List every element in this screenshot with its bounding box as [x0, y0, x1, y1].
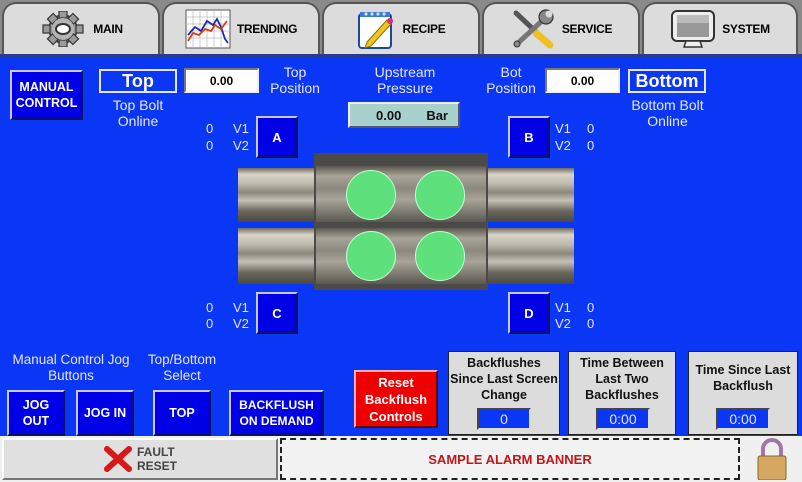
lock-button[interactable]	[744, 438, 800, 480]
tab-main-label: MAIN	[93, 22, 123, 36]
top-bolt-status: Top	[99, 69, 177, 93]
upstream-pressure-unit: Bar	[426, 107, 448, 123]
tab-system-label: SYSTEM	[722, 22, 770, 36]
padlock-icon	[757, 438, 787, 480]
valve-c-button[interactable]: C	[256, 292, 298, 334]
main-screen: MANUAL CONTROL Top Top Bolt Online 0.00 …	[0, 54, 802, 436]
valve-indicator-a	[346, 170, 396, 220]
time-since-last-backflush-title: Time Since Last Backflush	[695, 363, 791, 393]
upstream-pressure-display: 0.00 Bar	[348, 102, 460, 128]
tab-trending-label: TRENDING	[236, 22, 298, 36]
valve-assembly-graphic	[238, 150, 574, 290]
bottom-bolt-status: Bottom	[628, 69, 706, 93]
valve-a-v2-value: 0	[206, 138, 214, 153]
bot-position-label: Bot Position	[486, 64, 536, 96]
tab-recipe-label: RECIPE	[402, 22, 446, 36]
tools-icon	[513, 9, 554, 49]
valve-b-v1-label: V1	[555, 121, 571, 136]
time-since-last-backflush-panel: Time Since Last Backflush 0:00	[688, 351, 798, 435]
reset-backflush-controls-button[interactable]: Reset Backflush Controls	[354, 370, 438, 428]
tab-system[interactable]: SYSTEM	[642, 2, 798, 54]
jog-buttons-label: Manual Control Jog Buttons	[12, 352, 130, 383]
valve-d-button[interactable]: D	[508, 292, 550, 334]
backflushes-since-change-title: Backflushes Since Last Screen Change	[450, 356, 558, 402]
valve-c-v1-value: 0	[206, 300, 214, 315]
backflushes-since-change-panel: Backflushes Since Last Screen Change 0	[448, 351, 560, 435]
valve-indicator-b	[415, 170, 465, 220]
footer-bar: FAULT RESET SAMPLE ALARM BANNER	[0, 436, 802, 482]
monitor-icon	[671, 10, 716, 48]
top-position-field[interactable]: 0.00	[184, 68, 259, 93]
time-between-backflushes-panel: Time Between Last Two Backflushes 0:00	[568, 351, 676, 435]
valve-indicator-c	[346, 231, 396, 281]
valve-c-v2-value: 0	[206, 316, 214, 331]
time-between-backflushes-title: Time Between Last Two Backflushes	[580, 356, 664, 402]
valve-a-v1-value: 0	[206, 121, 214, 136]
valve-a-v1-label: V1	[233, 121, 249, 136]
top-bottom-select-button[interactable]: TOP	[153, 390, 211, 436]
time-since-last-backflush-value: 0:00	[716, 408, 770, 430]
tab-service-label: SERVICE	[561, 22, 613, 36]
backflushes-since-change-value: 0	[477, 408, 531, 430]
notepad-icon	[357, 12, 393, 49]
top-position-label: Top Position	[270, 64, 320, 96]
tab-service[interactable]: SERVICE	[482, 2, 640, 54]
red-x-icon	[103, 446, 132, 472]
top-bottom-select-label: Top/Bottom Select	[147, 352, 217, 383]
backflush-on-demand-button[interactable]: BACKFLUSH ON DEMAND	[229, 390, 324, 436]
bottom-bolt-online-label: Bottom Bolt Online	[631, 97, 704, 129]
valve-d-v1-value: 0	[587, 300, 595, 315]
valve-c-v2-label: V2	[233, 316, 249, 331]
valve-b-v1-value: 0	[587, 121, 595, 136]
fault-reset-line2: RESET	[136, 459, 177, 473]
trend-chart-icon	[185, 9, 231, 49]
tab-main[interactable]: MAIN	[2, 2, 160, 54]
alarm-banner[interactable]: SAMPLE ALARM BANNER	[280, 438, 740, 480]
top-bolt-online-label: Top Bolt Online	[112, 97, 164, 129]
valve-d-v1-label: V1	[555, 300, 571, 315]
valve-d-v2-value: 0	[587, 316, 595, 331]
valve-a-button[interactable]: A	[256, 116, 298, 158]
valve-b-v2-value: 0	[587, 138, 595, 153]
valve-b-v2-label: V2	[555, 138, 571, 153]
gear-icon	[42, 11, 84, 47]
fault-reset-line1: FAULT	[136, 445, 175, 459]
valve-c-v1-label: V1	[233, 300, 249, 315]
time-between-backflushes-value: 0:00	[596, 408, 650, 430]
upstream-pressure-value: 0.00	[376, 107, 402, 123]
manual-control-button[interactable]: MANUAL CONTROL	[10, 70, 83, 120]
valve-a-v2-label: V2	[233, 138, 249, 153]
valve-indicator-d	[415, 231, 465, 281]
jog-in-button[interactable]: JOG IN	[76, 390, 134, 436]
valve-d-v2-label: V2	[555, 316, 571, 331]
bot-position-field[interactable]: 0.00	[545, 68, 620, 93]
tab-recipe[interactable]: RECIPE	[322, 2, 480, 54]
fault-reset-button[interactable]: FAULT RESET	[2, 438, 278, 480]
jog-out-button[interactable]: JOG OUT	[7, 390, 65, 436]
valve-b-button[interactable]: B	[508, 116, 550, 158]
upstream-pressure-label: Upstream Pressure	[374, 64, 436, 96]
tab-trending[interactable]: TRENDING	[162, 2, 320, 54]
tab-bar: MAIN TRENDING RECIPE	[0, 0, 802, 54]
